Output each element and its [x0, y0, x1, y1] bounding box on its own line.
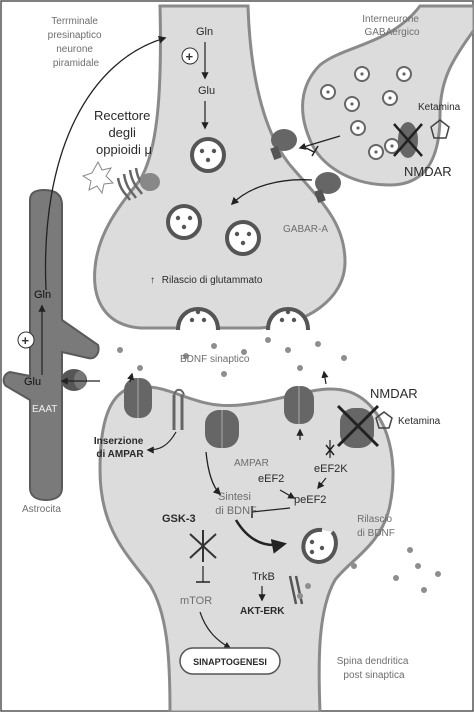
ampar-receptor-icon	[205, 410, 239, 448]
astrocyte-body	[2, 188, 100, 502]
nmdar-top-label: NMDAR	[404, 164, 452, 179]
eef2k-label: eEF2K	[314, 463, 348, 475]
glu-astro-label: Glu	[24, 376, 41, 388]
nmdar-post-mid-icon	[284, 386, 314, 424]
gabaa-receptor-bottom-icon	[314, 172, 341, 204]
ampar-insertion-label: Inserzione di AMPAR	[94, 436, 146, 460]
bdnf-synaptic-label: BDNF sinaptico	[180, 354, 250, 365]
opioid-receptor-icon	[116, 167, 160, 201]
ketamine-top-label: Ketamina	[418, 102, 461, 113]
gln-top-label: Gln	[196, 26, 213, 38]
vesicle-mid-right	[225, 220, 261, 256]
bdnf-release-vesicle-icon	[301, 528, 338, 565]
eaat-label: EAAT	[32, 404, 57, 415]
plus-top-label: +	[186, 49, 194, 64]
eaat-transporter-icon	[61, 369, 87, 391]
mtor-label: mTOR	[180, 595, 212, 607]
nmdar-top-receptor-icon	[393, 122, 423, 158]
gabar-a-label: GABAR-A	[283, 224, 328, 235]
eef2-label: eEF2	[258, 473, 284, 485]
synaptogenesis-label: SINAPTOGENESI	[193, 657, 267, 667]
nmdar-post-left-icon	[124, 378, 152, 418]
bdnf-synthesis-label: Sintesi di BDNF	[215, 491, 257, 517]
plus-astro-label: +	[22, 333, 30, 348]
gabaa-receptor-top-icon	[270, 129, 297, 161]
peef2-label: peEF2	[294, 494, 326, 506]
gaba-vesicles	[320, 66, 412, 160]
ketamine-post-label: Ketamina	[398, 416, 441, 427]
opioid-ligand-star-icon	[81, 160, 115, 195]
ketamine-top-icon	[430, 119, 450, 139]
vesicle-top	[190, 137, 226, 173]
nmdar-post-right-receptor-icon	[336, 404, 380, 448]
opioid-receptor-label: Recettore degli oppioidi μ	[94, 108, 154, 157]
akt-erk-label: AKT-ERK	[240, 606, 285, 617]
trkb-label: TrkB	[252, 571, 275, 583]
ampar-insertion-receptor-icon	[172, 388, 185, 430]
gsk3-inhibition-icon	[189, 530, 217, 562]
glutamate-release-label: ↑ Rilascio di glutammato	[150, 275, 263, 286]
plus-icon-astro	[17, 331, 35, 349]
trkb-receptor-icon	[288, 575, 311, 605]
gln-transport-arrow	[44, 36, 167, 291]
dendritic-spine-label: Spina dendritica post sinaptica	[337, 656, 412, 681]
glu-top-label: Glu	[198, 85, 215, 97]
gabaergic-interneuron-label: Interneurone GABAergico	[362, 14, 422, 38]
synaptic-dots	[117, 337, 441, 593]
release-vesicle-left	[176, 307, 220, 331]
presynaptic-terminal-label: Terrminale presinaptico neurone piramida…	[48, 16, 105, 69]
ketamine-post-icon	[375, 411, 393, 429]
synaptogenesis-box	[179, 647, 281, 675]
postsynaptic-spine	[98, 385, 395, 712]
gln-astro-label: Gln	[34, 289, 51, 301]
ampar-label: AMPAR	[234, 458, 269, 469]
gsk3-label: GSK-3	[162, 513, 196, 525]
bdnf-release-label: Rilascio di BDNF	[357, 514, 395, 539]
release-vesicle-right	[266, 307, 310, 331]
vesicle-mid-left	[166, 204, 202, 240]
plus-icon-top	[181, 47, 199, 65]
nmdar-post-label: NMDAR	[370, 386, 418, 401]
astrocyte-label: Astrocita	[22, 504, 61, 515]
